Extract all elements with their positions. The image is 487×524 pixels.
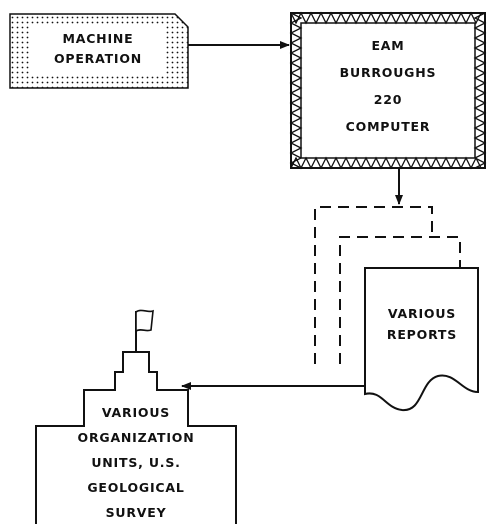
reports-document [364, 267, 479, 412]
units-label-line-4: GEOLOGICAL [87, 480, 184, 495]
reports-label-line-1: VARIOUS [388, 306, 456, 321]
computer-label-line-3: 220 [374, 92, 403, 107]
units-label-line-5: SURVEY [106, 505, 167, 520]
report-stack: VARIOUS REPORTS [314, 206, 479, 412]
organization-units-building [35, 351, 237, 524]
reports-label-line-2: REPORTS [387, 327, 457, 342]
units-label-line-3: UNITS, U.S. [91, 455, 180, 470]
units-label-line-2: ORGANIZATION [78, 430, 195, 445]
units-label-line-1: VARIOUS [102, 405, 170, 420]
zigzag-border [289, 11, 487, 170]
machine-operation-box: MACHINE OPERATION [9, 13, 189, 89]
computer-label-line-2: BURROUGHS [340, 65, 437, 80]
computer-label-line-1: EAM [371, 38, 404, 53]
computer-box: EAM BURROUGHS 220 COMPUTER [289, 11, 487, 170]
machine-operation-label-line-1: MACHINE [63, 31, 134, 46]
computer-label-line-4: COMPUTER [346, 119, 431, 134]
machine-operation-label-line-2: OPERATION [54, 51, 142, 66]
flag-icon [135, 309, 154, 352]
